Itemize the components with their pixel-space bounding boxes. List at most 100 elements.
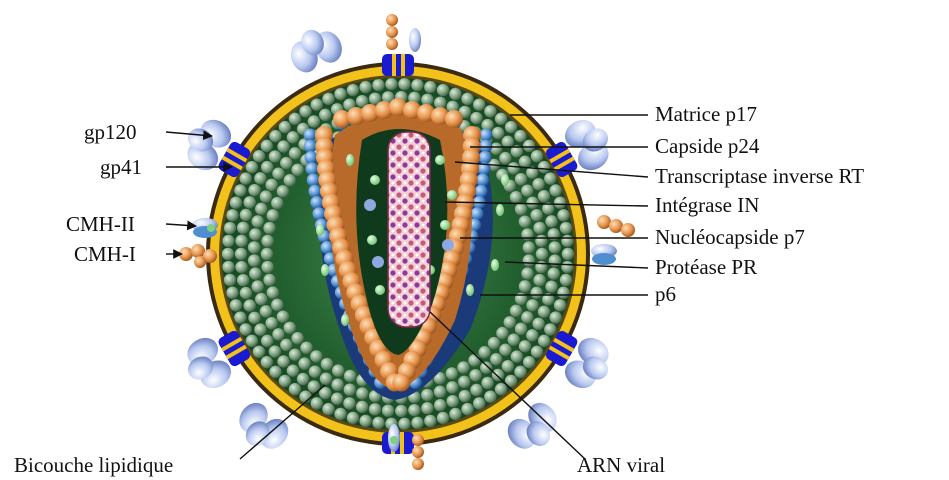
matrix-protein — [346, 154, 354, 166]
matrix-bead — [515, 323, 527, 335]
matrix-bead — [287, 364, 299, 376]
matrix-bead — [544, 172, 556, 184]
matrix-bead — [510, 191, 522, 203]
matrix-bead — [272, 328, 284, 340]
matrix-bead — [508, 333, 520, 345]
matrix-bead — [311, 98, 323, 110]
matrix-bead — [457, 361, 469, 373]
matrix-bead — [519, 340, 531, 352]
matrix-bead — [239, 172, 251, 184]
matrix-bead — [359, 415, 371, 427]
integrase-protein — [364, 199, 376, 211]
matrix-bead — [234, 184, 246, 196]
matrix-bead — [532, 178, 544, 190]
matrix-bead — [222, 261, 234, 273]
matrix-bead — [287, 131, 299, 143]
matrix-bead — [560, 274, 572, 286]
matrix-bead — [549, 241, 561, 253]
gp41-knob-stripe — [401, 54, 405, 76]
matrix-bead — [255, 293, 267, 305]
matrix-bead — [554, 197, 566, 209]
matrix-bead — [321, 358, 333, 370]
matrix-bead — [322, 93, 334, 105]
matrix-bead — [261, 235, 273, 247]
label-transcriptase: Transcriptase inverse RT — [655, 164, 864, 188]
matrix-bead — [277, 310, 289, 322]
matrix-bead — [382, 404, 394, 416]
matrix-bead — [458, 376, 470, 388]
matrix-bead — [263, 222, 275, 234]
matrix-protein — [501, 174, 509, 186]
matrix-bead — [332, 364, 344, 376]
matrix-bead — [226, 209, 238, 221]
matrix-bead — [235, 235, 247, 247]
capsid-blue-bead — [304, 129, 317, 142]
matrix-bead — [526, 197, 538, 209]
matrix-protein — [316, 224, 324, 236]
matrix-bead — [291, 164, 303, 176]
matrix-bead — [252, 280, 264, 292]
matrix-bead — [322, 403, 334, 415]
label-bicouche-lipidique: Bicouche lipidique — [14, 453, 173, 477]
matrix-bead — [297, 373, 309, 385]
matrix-bead — [271, 299, 283, 311]
capsid-blue-bead — [479, 140, 492, 153]
matrix-bead — [521, 184, 533, 196]
matrix-bead — [446, 367, 458, 379]
matrix-bead — [470, 384, 482, 396]
matrix-bead — [504, 316, 516, 328]
matrix-bead — [224, 222, 236, 234]
label-cmh-i: CMH-I — [74, 242, 136, 266]
matrix-bead — [521, 228, 533, 240]
matrix-bead — [267, 286, 279, 298]
matrix-bead — [369, 403, 381, 415]
matrix-bead — [246, 161, 258, 173]
integrase-protein — [442, 239, 454, 251]
matrix-bead — [469, 369, 481, 381]
matrix-bead — [523, 241, 535, 253]
matrix-bead — [502, 360, 514, 372]
matrix-bead — [222, 248, 234, 260]
matrix-bead — [437, 412, 449, 424]
capsid-orange-bead — [445, 110, 463, 128]
matrix-bead — [222, 235, 234, 247]
label-protease: Protéase PR — [655, 255, 757, 279]
matrix-bead — [468, 354, 480, 366]
matrix-bead — [538, 306, 550, 318]
matrix-bead — [490, 353, 502, 365]
matrix-bead — [261, 261, 273, 273]
matrix-bead — [344, 370, 356, 382]
matrix-bead — [473, 397, 485, 409]
matrix-bead — [347, 412, 359, 424]
matrix-bead — [519, 156, 531, 168]
matrix-bead — [562, 248, 574, 260]
integrase-protein — [372, 256, 384, 268]
matrix-bead — [538, 335, 550, 347]
matrix-bead — [359, 81, 371, 93]
matrix-bead — [446, 381, 458, 393]
matrix-bead — [548, 267, 560, 279]
matrix-bead — [449, 88, 461, 100]
capsid-blue-bead — [305, 162, 318, 175]
matrix-bead — [437, 84, 449, 96]
matrix-bead — [561, 235, 573, 247]
matrix-bead — [421, 402, 433, 414]
matrix-bead — [309, 365, 321, 377]
matrix-bead — [249, 228, 261, 240]
capsid-blue-bead — [475, 185, 488, 198]
matrix-bead — [331, 379, 343, 391]
internal-protein — [435, 155, 445, 165]
matrix-bead — [549, 184, 561, 196]
matrix-bead — [480, 362, 492, 374]
top-proteins — [386, 14, 421, 52]
matrix-bead — [265, 317, 277, 329]
gp41-knob-stripe — [392, 54, 396, 76]
matrix-bead — [461, 93, 473, 105]
matrix-bead — [254, 323, 266, 335]
matrix-bead — [535, 235, 547, 247]
matrix-bead — [230, 299, 242, 311]
matrix-bead — [248, 184, 260, 196]
matrix-bead — [265, 179, 277, 191]
matrix-bead — [254, 172, 266, 184]
